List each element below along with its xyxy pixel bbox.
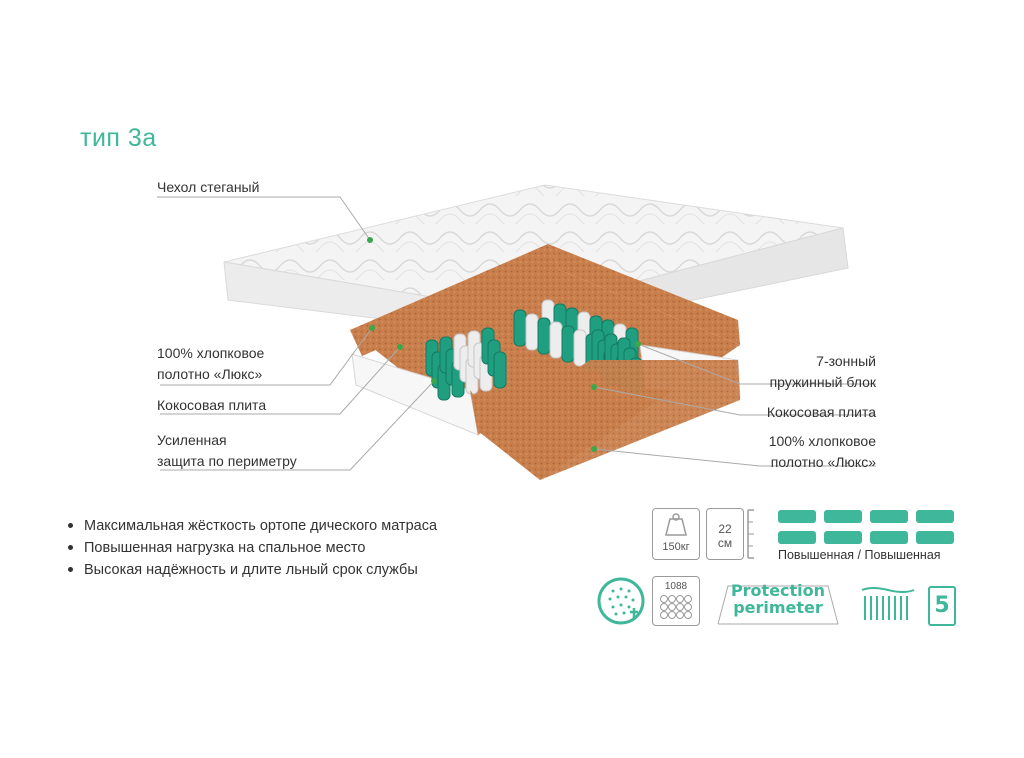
spring-coil	[513, 309, 527, 347]
bullet-icon	[68, 566, 73, 572]
load-value: 150кг	[662, 541, 690, 553]
leader-lines	[157, 196, 876, 471]
feature-item: Высокая надёжность и длите льный срок сл…	[68, 559, 437, 581]
mattress-illustration	[157, 184, 876, 480]
protection-line2: perimeter	[733, 598, 823, 617]
spring-coil	[573, 329, 587, 367]
label-perimeter-2: защита по периметру	[157, 453, 297, 469]
label-springs-2: пружинный блок	[769, 374, 876, 390]
feature-item: Повышенная нагрузка на спальное место	[68, 537, 437, 559]
spring-coil	[493, 351, 507, 389]
stiffness-bar	[824, 531, 862, 544]
ruler-icon	[747, 509, 754, 559]
protection-line1: Protection	[730, 581, 826, 600]
coconut-top-left	[350, 244, 560, 356]
zones-count: 5	[934, 593, 950, 618]
stiffness-bar	[778, 531, 816, 544]
stiffness-bar	[916, 531, 954, 544]
stiffness-bar	[916, 510, 954, 523]
stiffness-label: Повышенная / Повышенная	[778, 548, 941, 562]
springs-count: 1088	[664, 581, 688, 592]
label-coconut-left: Кокосовая плита	[157, 397, 267, 413]
load-icon: 150кг	[652, 508, 700, 560]
bullet-icon	[68, 522, 73, 528]
stiffness-bar	[870, 531, 908, 544]
label-cotton-right-1: 100% хлопковое	[768, 433, 876, 449]
label-perimeter-1: Усиленная	[157, 432, 227, 448]
coconut-top-right	[548, 244, 740, 345]
label-cover: Чехол стеганый	[157, 179, 260, 195]
perimeter-shape-icon	[717, 585, 839, 625]
product-title: тип 3а	[80, 124, 157, 152]
stiffness-bars	[778, 510, 954, 544]
feature-list: Максимальная жёсткость ортопе дического …	[68, 515, 437, 581]
spring-coil	[525, 313, 539, 351]
label-springs-1: 7-зонный	[816, 353, 876, 369]
label-coconut-right: Кокосовая плита	[766, 404, 876, 420]
stiffness-bar	[824, 510, 862, 523]
height-unit: см	[717, 536, 733, 550]
spring-coil	[537, 317, 551, 355]
bullet-icon	[68, 544, 73, 550]
stiffness-bar	[778, 510, 816, 523]
label-cotton-left-2: полотно «Люкс»	[157, 366, 263, 382]
marker-dots	[367, 237, 641, 452]
height-value: 22	[718, 522, 732, 536]
stiffness-bar	[870, 510, 908, 523]
weight-icon	[665, 513, 687, 536]
zones-icon	[861, 587, 915, 620]
label-cotton-right-2: полотно «Люкс»	[770, 454, 876, 470]
coconut-base-layer	[350, 270, 740, 480]
height-icon: 22 см	[706, 508, 744, 560]
zones-count-icon: 5	[928, 586, 956, 626]
springs-grid-icon	[660, 595, 692, 619]
label-cotton-left-1: 100% хлопковое	[157, 345, 265, 361]
spring-coil	[549, 321, 563, 359]
spring-count-icon: 1088	[652, 576, 700, 626]
feature-item: Максимальная жёсткость ортопе дического …	[68, 515, 437, 537]
spring-coil	[561, 325, 575, 363]
hypoallergenic-icon	[597, 577, 645, 625]
protection-perimeter-badge: Protection perimeter	[716, 580, 840, 625]
